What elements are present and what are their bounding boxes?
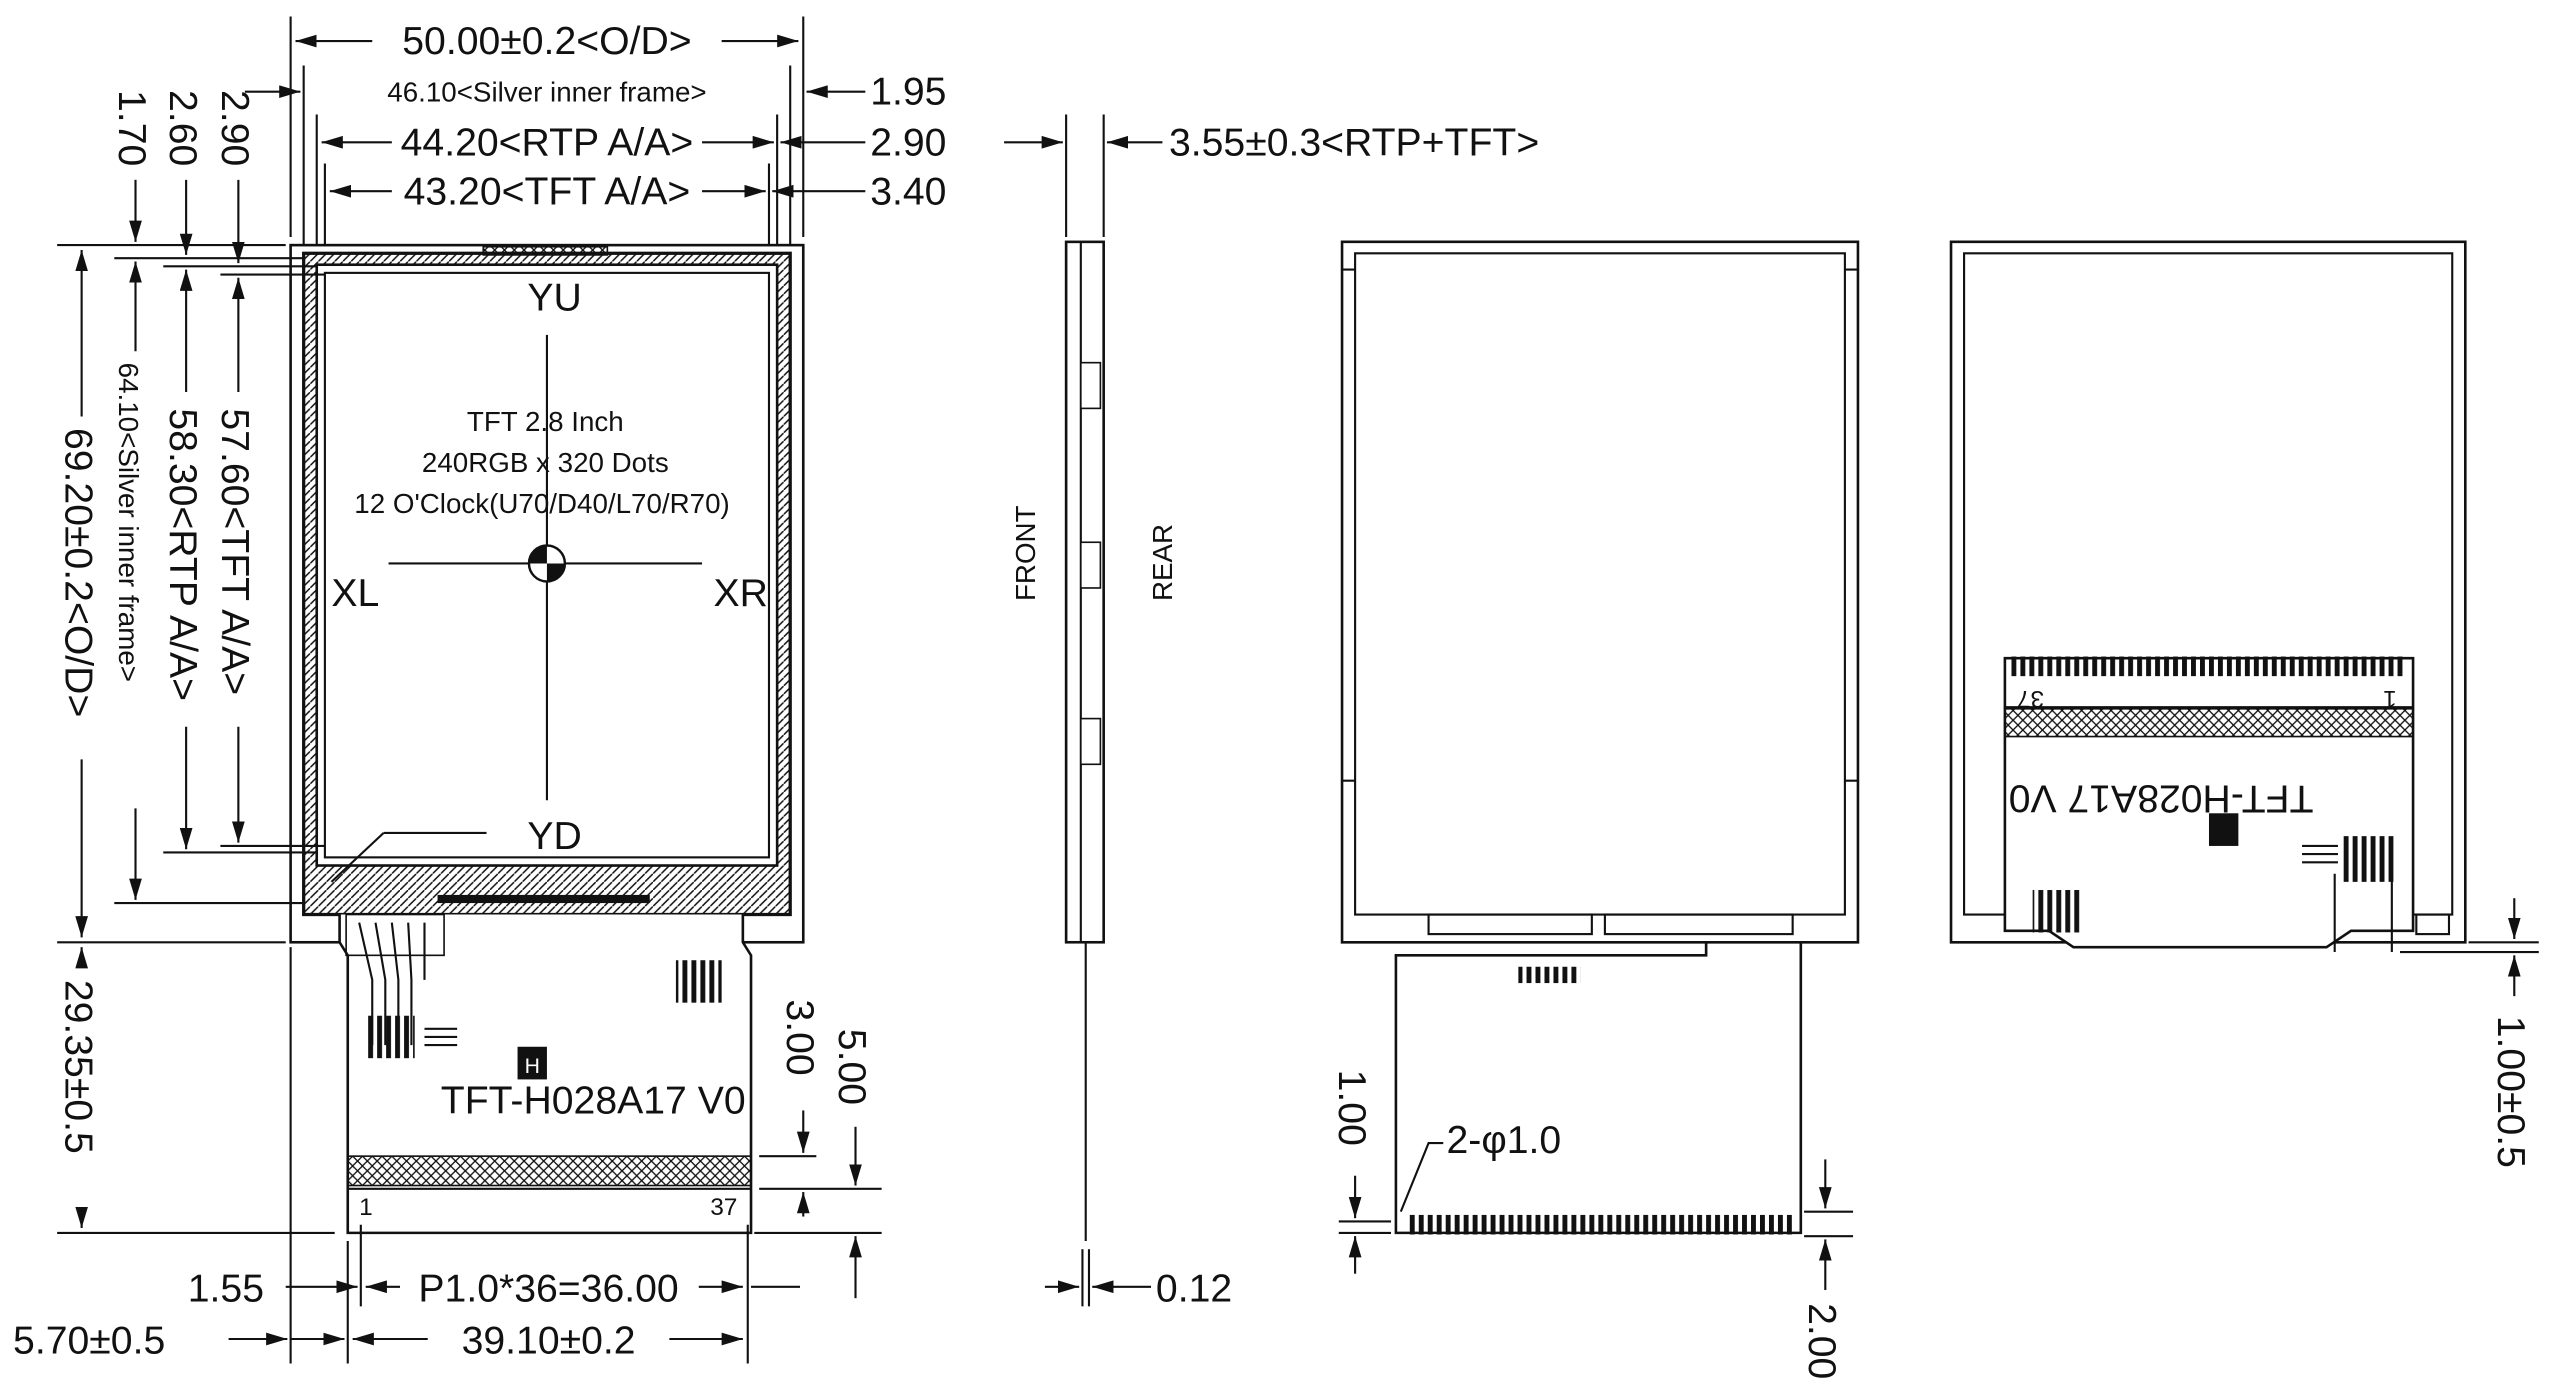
- dim-rtp-aa-width: 44.20<RTP A/A>: [401, 121, 694, 164]
- rear-label: REAR: [1147, 524, 1178, 601]
- panel-size-text: TFT 2.8 Inch: [467, 406, 624, 437]
- dim-overall-height: 69.20±0.2<O/D>: [56, 428, 99, 717]
- dim-silver-frame-height: 64.10<Silver inner frame>: [113, 363, 144, 682]
- dim-tft-offset: 3.40: [870, 170, 946, 213]
- dim-hole-label: 2-φ1.0: [1447, 1119, 1562, 1162]
- dim-top-offset-3: 2.90: [213, 90, 256, 166]
- dim-overall-width: 50.00±0.2<O/D>: [402, 20, 691, 63]
- center-mark-icon: [527, 544, 567, 583]
- stiffener-hatch: [346, 1155, 752, 1187]
- fpc-part-number: TFT-H028A17 V0: [441, 1080, 746, 1123]
- dim-fpc-offset: 5.70±0.5: [13, 1320, 165, 1363]
- ic-bar: [437, 894, 650, 904]
- dim-hole-offset: 1.00: [1330, 1070, 1373, 1146]
- top-tab: [482, 245, 609, 256]
- xr-label: XR: [713, 572, 767, 615]
- dim-silver-offset: 1.95: [870, 71, 946, 114]
- dim-finger-length: 2.00: [1800, 1303, 1843, 1379]
- front-view: 1.00 2-φ1.0 2.00: [1330, 240, 1860, 1379]
- dim-rear-offset: 1.00±0.5: [2489, 1016, 2532, 1168]
- side-view: 3.55±0.3<RTP+TFT> FRONT REAR 0.12: [1004, 114, 1539, 1310]
- yd-label: YD: [527, 815, 581, 858]
- dim-stiffener-5: 5.00: [830, 1029, 873, 1105]
- dim-fpc-width: 39.10±0.2: [462, 1320, 636, 1363]
- front-label: FRONT: [1010, 505, 1041, 601]
- svg-text:H: H: [525, 1055, 540, 1078]
- yu-label: YU: [527, 276, 581, 319]
- dim-fpc-length: 29.35±0.5: [56, 980, 99, 1154]
- xl-label: XL: [331, 572, 379, 615]
- dim-stiffener-3: 3.00: [778, 999, 821, 1075]
- rear-brand-logo-icon: [2208, 813, 2239, 846]
- dim-tft-aa-width: 43.20<TFT A/A>: [404, 170, 691, 213]
- top-dimensions: 50.00±0.2<O/D> 46.10<Silver inner frame>…: [244, 16, 946, 246]
- dim-fpc-thickness: 0.12: [1156, 1267, 1232, 1310]
- rear-view: 37 1 TFT-H028A17 V0 1.00±0.5: [1949, 240, 2539, 1168]
- dim-pin-offset: 1.55: [188, 1267, 264, 1310]
- dim-tft-aa-height: 57.60<TFT A/A>: [213, 408, 256, 695]
- rear-part-number: TFT-H028A17 V0: [2009, 777, 2314, 820]
- dim-rtp-aa-height: 58.30<RTP A/A>: [161, 408, 204, 701]
- panel-view-angle-text: 12 O'Clock(U70/D40/L70/R70): [354, 488, 729, 519]
- rear-pin-last-label: 37: [2017, 685, 2044, 712]
- front-dimension-view: YU YD XL XR TFT 2.8 Inch 240RGB x 320 Do…: [13, 16, 946, 1364]
- left-dimensions: 1.70 2.60 2.90 57.60<TFT A/A> 58.30<RTP …: [56, 90, 335, 1234]
- gold-fingers: [1407, 1214, 1793, 1235]
- dim-top-offset-1: 1.70: [110, 90, 153, 166]
- dim-thickness: 3.55±0.3<RTP+TFT>: [1169, 121, 1539, 164]
- tft-active-area: [323, 271, 771, 859]
- dim-silver-frame-width: 46.10<Silver inner frame>: [387, 76, 706, 107]
- panel-resolution-text: 240RGB x 320 Dots: [422, 447, 669, 478]
- dim-pitch: P1.0*36=36.00: [418, 1267, 678, 1310]
- pin-first-label: 1: [359, 1194, 373, 1221]
- brand-logo-icon: H: [517, 1046, 547, 1080]
- rear-pin-first-label: 1: [2383, 685, 2397, 712]
- pin-last-label: 37: [710, 1194, 737, 1221]
- dim-rtp-offset: 2.90: [870, 121, 946, 164]
- dim-top-offset-2: 2.60: [161, 90, 204, 166]
- bottom-dimensions: 1.55 P1.0*36=36.00 5.70±0.5 39.10±0.2 3.…: [13, 947, 882, 1364]
